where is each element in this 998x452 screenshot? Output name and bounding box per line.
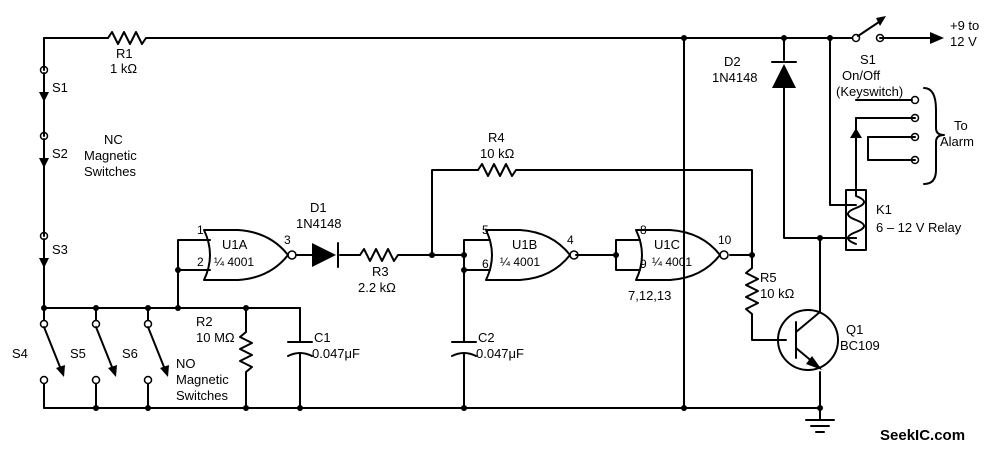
capacitor-c1: C1 0.047μF	[287, 330, 360, 361]
nc-label-2: Magnetic	[84, 148, 137, 163]
transistor-q1: Q1 BC109	[777, 309, 880, 371]
r4-value: 10 kΩ	[480, 146, 515, 161]
u1a-part: ¼ 4001	[214, 255, 254, 269]
r1-value: 1 kΩ	[110, 61, 137, 76]
r3-name: R3	[372, 264, 389, 279]
c2-name: C2	[478, 330, 495, 345]
u1a-pin2: 2	[197, 255, 204, 269]
u1c-pin10: 10	[718, 233, 732, 247]
s5-label: S5	[70, 346, 86, 361]
r1-name: R1	[116, 46, 133, 61]
resistor-r1: R1 1 kΩ	[107, 31, 151, 76]
u1b-name: U1B	[512, 237, 537, 252]
c1-name: C1	[314, 330, 331, 345]
u1a-pin3: 3	[284, 233, 291, 247]
nc-label-3: Switches	[84, 164, 137, 179]
u1a-name: U1A	[222, 237, 248, 252]
s3-nc-label: S3	[52, 242, 68, 257]
u1c-name: U1C	[654, 237, 680, 252]
u1c-part: ¼ 4001	[652, 255, 692, 269]
gate-u1c: U1C ¼ 4001 8 9 10 7,12,13	[628, 223, 732, 303]
s6-label: S6	[122, 346, 138, 361]
k1-desc: 6 – 12 V Relay	[876, 220, 962, 235]
q1-part: BC109	[840, 338, 880, 353]
power-label-2: 12 V	[950, 34, 977, 49]
no-switches: S4 S5 S6 NO Magnetic Switches	[12, 319, 229, 403]
gate-u1a: U1A ¼ 4001 1 2 3	[197, 223, 297, 281]
junctions	[41, 35, 833, 411]
u1b-pin5: 5	[482, 223, 489, 237]
c1-value: 0.047μF	[312, 346, 360, 361]
u1b-part: ¼ 4001	[500, 255, 540, 269]
diode-d2: D2 1N4148	[712, 54, 797, 88]
d1-part: 1N4148	[296, 216, 342, 231]
u1c-pin8: 8	[640, 223, 647, 237]
power-supply: +9 to 12 V	[930, 18, 979, 49]
nc-label-1: NC	[104, 132, 123, 147]
d2-part: 1N4148	[712, 70, 758, 85]
r5-name: R5	[760, 270, 777, 285]
u1c-pin9: 9	[640, 257, 647, 271]
switch-s1: S1 On/Off (Keyswitch)	[836, 16, 903, 99]
wires	[43, 37, 941, 421]
resistor-r2: R2 10 MΩ	[196, 314, 253, 377]
nc-switches: S1 S2 S3 NC Magnetic Switches	[39, 65, 137, 268]
no-label-1: NO	[176, 356, 196, 371]
capacitor-c2: C2 0.047μF	[451, 330, 524, 361]
resistor-r4: R4 10 kΩ	[477, 130, 521, 177]
r2-name: R2	[196, 314, 213, 329]
alarm-label-1: To	[954, 118, 968, 133]
diode-d1: D1 1N4148	[296, 200, 342, 268]
q1-name: Q1	[846, 322, 863, 337]
relay-k1: To Alarm K1 6 – 12 V Relay	[845, 87, 974, 251]
power-label-1: +9 to	[950, 18, 979, 33]
no-label-3: Switches	[176, 388, 229, 403]
s1-desc-1: On/Off	[842, 68, 880, 83]
r4-name: R4	[488, 130, 505, 145]
r5-value: 10 kΩ	[760, 286, 795, 301]
u1c-pins: 7,12,13	[628, 288, 671, 303]
s2-nc-label: S2	[52, 146, 68, 161]
s1-name: S1	[860, 52, 876, 67]
c2-value: 0.047μF	[476, 346, 524, 361]
u1a-pin1: 1	[197, 223, 204, 237]
watermark: SeekIC.com	[880, 427, 965, 444]
d2-name: D2	[724, 54, 741, 69]
alarm-label-2: Alarm	[940, 134, 974, 149]
s1-nc-label: S1	[52, 80, 68, 95]
d1-name: D1	[310, 200, 327, 215]
gate-u1b: U1B ¼ 4001 5 6 4	[482, 223, 579, 281]
k1-name: K1	[876, 202, 892, 217]
u1b-pin6: 6	[482, 257, 489, 271]
r2-value: 10 MΩ	[196, 330, 235, 345]
u1b-pin4: 4	[567, 233, 574, 247]
no-label-2: Magnetic	[176, 372, 229, 387]
resistor-r5: R5 10 kΩ	[745, 267, 795, 319]
resistor-r3: R3 2.2 kΩ	[358, 248, 401, 295]
s4-label: S4	[12, 346, 28, 361]
r3-value: 2.2 kΩ	[358, 280, 396, 295]
ground-symbol	[805, 419, 835, 433]
s1-desc-2: (Keyswitch)	[836, 84, 903, 99]
